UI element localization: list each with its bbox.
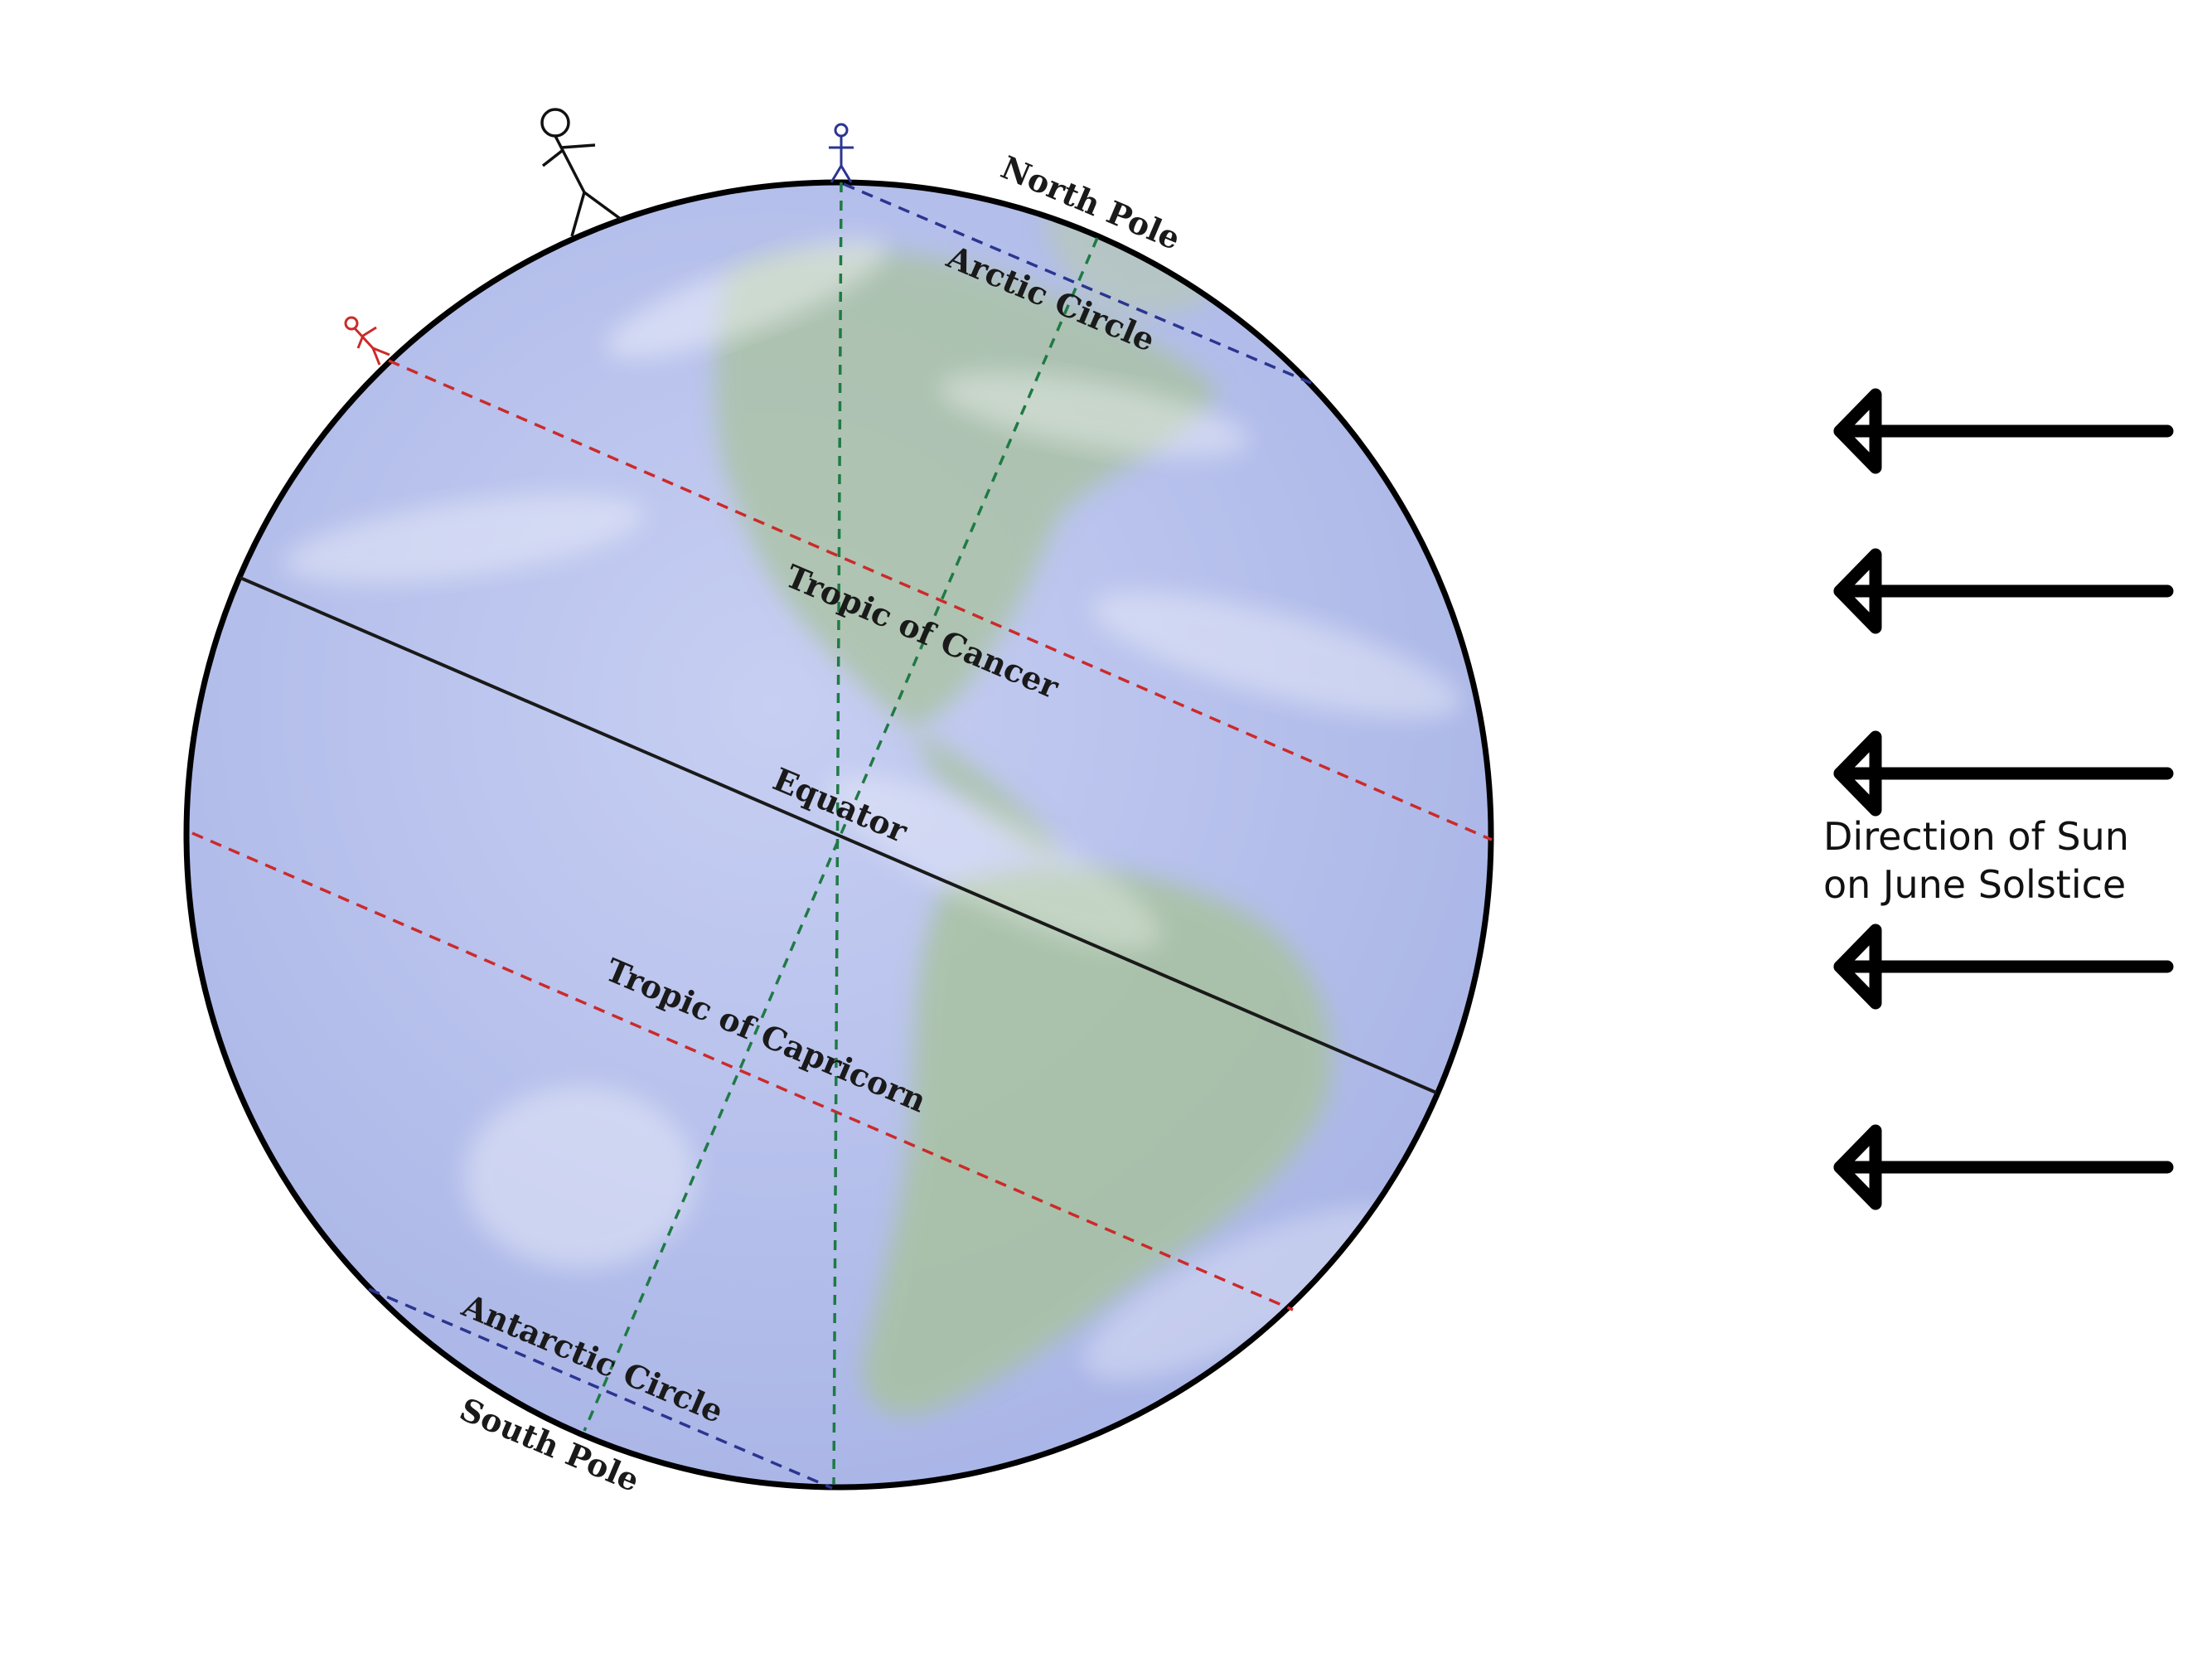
sun-arrow-3 xyxy=(1833,730,2174,817)
antarctic-circle-line xyxy=(368,1287,833,1490)
stick-figure-black xyxy=(540,108,623,237)
meridian-lines xyxy=(583,182,1099,1485)
sun-arrow-5 xyxy=(1833,1124,2174,1210)
south-america-landmass xyxy=(862,867,1333,1416)
sun-caption-line-2: on June Solstice xyxy=(1823,862,2127,907)
sun-arrow-1 xyxy=(1833,388,2174,474)
sun-arrow-2 xyxy=(1833,548,2174,634)
latitude-lines xyxy=(191,182,1493,1490)
sun-caption-line-1: Direction of Sun xyxy=(1823,814,2129,859)
equator-line xyxy=(240,576,1437,1094)
vertical-reference-line xyxy=(832,182,843,1485)
tropic-of-cancer-line xyxy=(388,359,1493,841)
stick-figure-red xyxy=(344,316,390,366)
sun-direction-caption: Direction of Sun on June Solstice xyxy=(1823,812,2129,909)
stick-figure-blue xyxy=(829,123,854,183)
tropic-of-capricorn-line xyxy=(191,831,1294,1311)
sun-arrow-4 xyxy=(1833,924,2174,1010)
arctic-circle-line xyxy=(843,182,1312,385)
tilted-axis-line xyxy=(583,237,1099,1432)
sun-direction-arrows xyxy=(1833,388,2174,1210)
earth-globe xyxy=(183,179,1494,1491)
